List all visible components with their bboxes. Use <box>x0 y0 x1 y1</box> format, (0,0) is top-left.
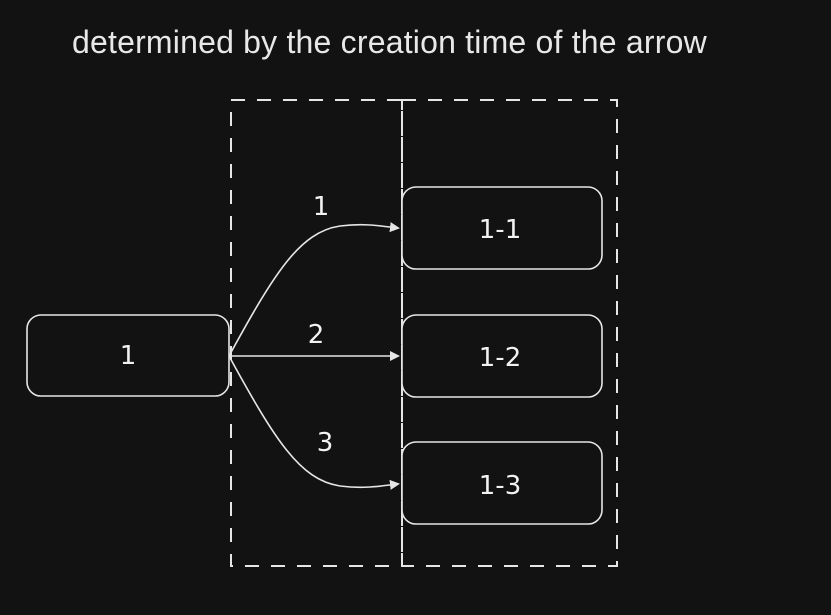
arrow-edge-3[interactable] <box>228 355 400 490</box>
edge-label-2: 2 <box>308 320 325 350</box>
edge-label-3: 3 <box>317 428 334 458</box>
node-root[interactable]: 1 <box>26 314 230 397</box>
node-child-2-label: 1-2 <box>479 343 521 373</box>
node-child-1-label: 1-1 <box>479 215 521 245</box>
node-root-label: 1 <box>120 341 137 371</box>
node-child-3[interactable]: 1-3 <box>401 441 603 525</box>
diagram-title: determined by the creation time of the a… <box>72 24 707 60</box>
arrow-edge-1[interactable] <box>228 222 400 357</box>
node-child-2[interactable]: 1-2 <box>401 314 603 398</box>
node-child-1[interactable]: 1-1 <box>401 186 603 270</box>
node-child-3-label: 1-3 <box>479 471 521 501</box>
edge-label-1: 1 <box>313 192 330 222</box>
